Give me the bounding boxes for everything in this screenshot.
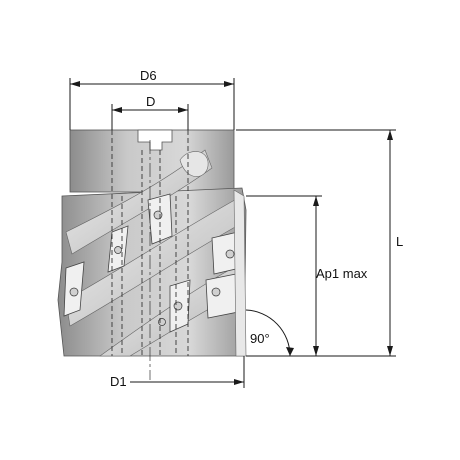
dimension-d6 <box>69 78 235 130</box>
screw-icon <box>211 287 221 297</box>
dimension-l <box>236 129 396 357</box>
cutting-insert <box>205 273 239 319</box>
screw-icon <box>225 249 235 259</box>
label-l: L <box>396 234 403 249</box>
helical-flute <box>65 149 213 255</box>
cutter-body <box>57 129 247 357</box>
flank-highlight <box>233 189 247 357</box>
insert-screws <box>69 210 235 326</box>
label-d6: D6 <box>140 68 157 83</box>
screw-icon <box>114 246 122 254</box>
dimension-ap1 <box>246 195 322 356</box>
keyway-notch <box>137 129 173 151</box>
label-ap1: Ap1 max <box>316 266 368 281</box>
screw-icon <box>173 301 183 311</box>
screw-icon <box>69 287 79 297</box>
dimension-d <box>111 104 189 130</box>
dimension-d1 <box>130 356 245 388</box>
label-angle: 90° <box>250 331 270 346</box>
screw-icon <box>153 210 163 220</box>
hidden-lines <box>111 130 189 356</box>
angle-indicator <box>245 309 294 357</box>
label-d1: D1 <box>110 374 127 389</box>
label-d: D <box>146 94 155 109</box>
